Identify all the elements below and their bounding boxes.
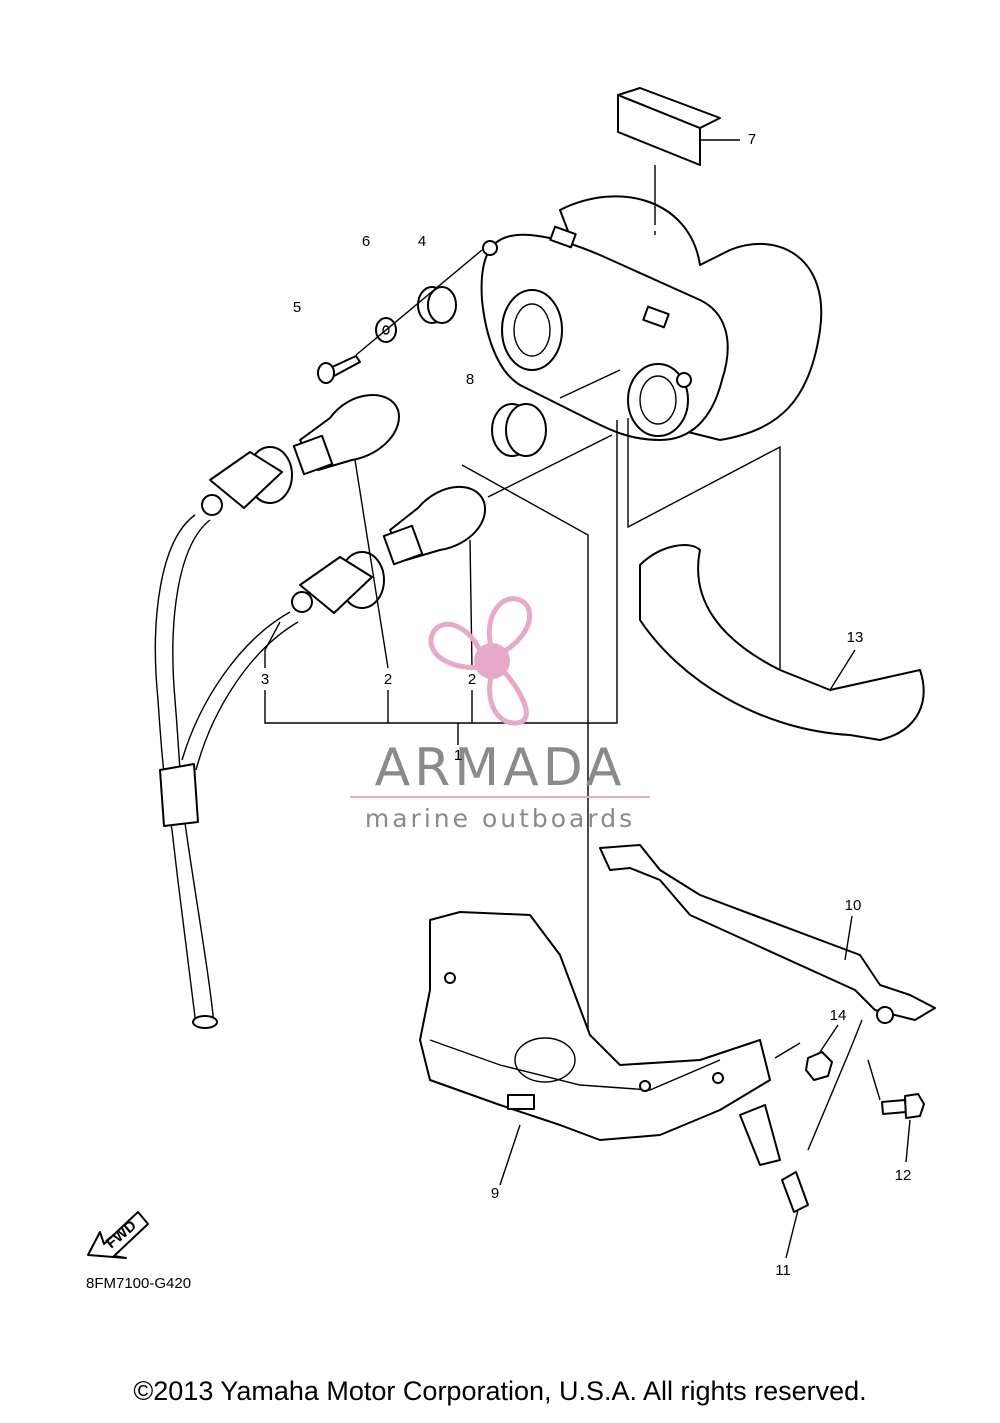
socket-lower (291, 551, 385, 614)
part-8-grommet (491, 403, 547, 457)
callout-9: 9 (491, 1185, 499, 1202)
part-9-cover (419, 911, 781, 1186)
part-4-grommet (417, 286, 457, 324)
watermark-tagline: marine outboards (365, 804, 635, 833)
callout-12: 12 (895, 1167, 912, 1184)
part-14-nut (774, 1024, 839, 1081)
armada-watermark: ARMADA marine outboards (350, 596, 650, 833)
callout-5: 5 (293, 299, 301, 316)
part-5-screw (317, 355, 361, 384)
diagram-code: 8FM7100-G420 (86, 1275, 191, 1292)
part-10-bracket (599, 844, 936, 1024)
callout-8: 8 (466, 371, 474, 388)
part-11-clip (781, 1019, 863, 1259)
callout-11: 11 (775, 1262, 791, 1279)
lamp-housing (480, 195, 823, 441)
callout-6: 6 (362, 233, 370, 250)
part-3-cord (154, 514, 299, 1029)
part-12-bolt (867, 1059, 925, 1163)
bulb-lower (382, 486, 487, 566)
callout-1: 1 (454, 747, 462, 764)
callout-13: 13 (847, 629, 864, 646)
part-13-pad (639, 544, 925, 741)
callout-7: 7 (748, 131, 756, 148)
callout-2a: 2 (384, 671, 392, 688)
watermark-brand: ARMADA (375, 738, 626, 798)
part-7-label-block (617, 87, 740, 166)
bulb-upper (292, 394, 400, 476)
propeller-logo-icon (428, 596, 533, 726)
part-6-washer (375, 317, 397, 343)
callout-2b: 2 (468, 671, 476, 688)
callout-14: 14 (830, 1007, 847, 1024)
callout-3: 3 (261, 671, 269, 688)
callout-bracket-1 (264, 420, 618, 745)
copyright-notice: ©2013 Yamaha Motor Corporation, U.S.A. A… (133, 1376, 867, 1406)
socket-upper (201, 446, 293, 516)
callout-10: 10 (845, 897, 862, 914)
fwd-arrow-icon: FWD (87, 1211, 149, 1259)
callout-4: 4 (418, 233, 426, 250)
